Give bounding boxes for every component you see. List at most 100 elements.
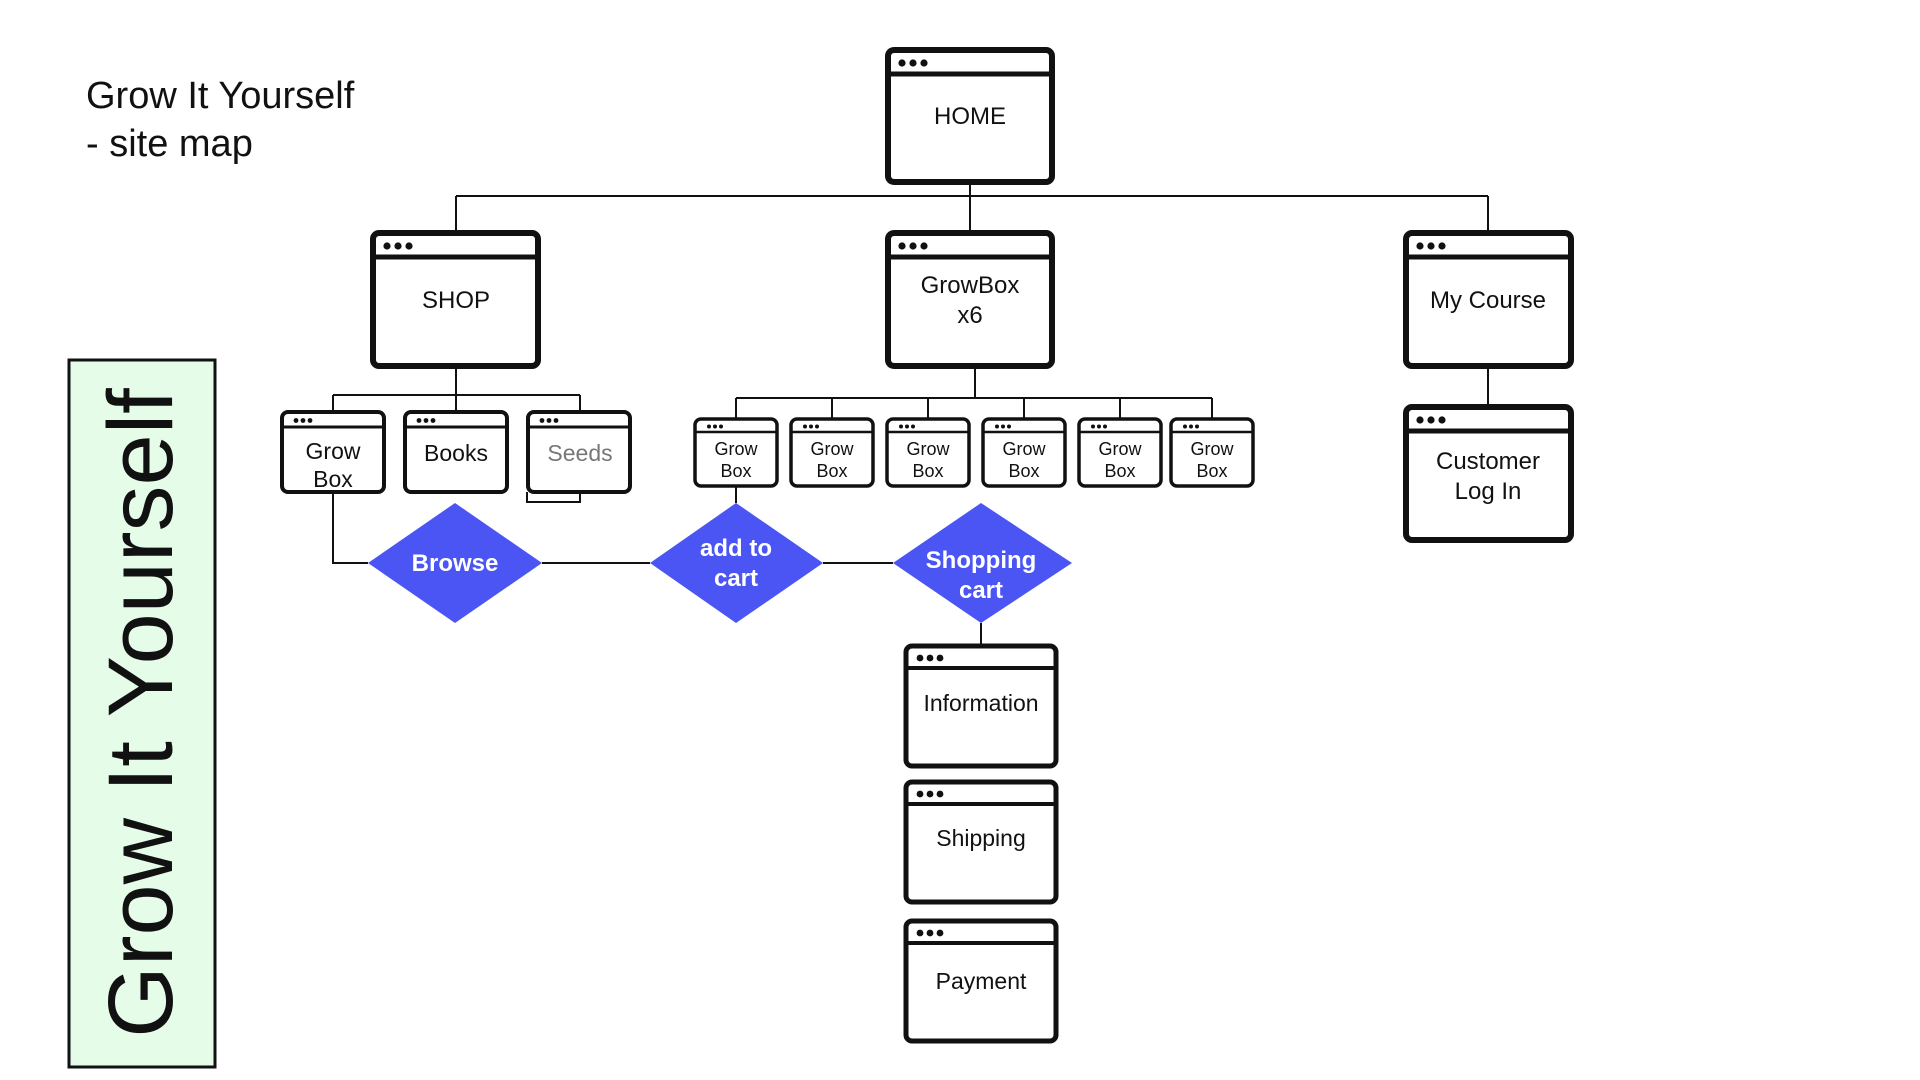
growbox-item-label-line1: Grow	[1098, 439, 1142, 459]
window-dot-icon	[719, 424, 723, 429]
window-frame	[1403, 404, 1574, 543]
window-dot-icon	[1103, 424, 1107, 429]
growbox-item[interactable]: GrowBox	[981, 417, 1067, 488]
growbox-item[interactable]: GrowBox	[1077, 417, 1163, 488]
window-dot-icon	[815, 424, 819, 429]
page-label-shop-grow-box-line2: Box	[313, 466, 353, 492]
growbox-item[interactable]: GrowBox	[1169, 417, 1255, 488]
page-shop-grow-box[interactable]: Grow Box	[280, 410, 386, 494]
window-frame	[370, 230, 541, 369]
window-frame	[903, 918, 1059, 1044]
page-title: Grow It Yourself	[86, 75, 355, 117]
window-dot-icon	[1427, 242, 1435, 250]
banner-text: Grow It Yourself	[90, 388, 192, 1038]
window-frame	[526, 410, 632, 494]
decision-add-to-cart[interactable]: add to cart	[650, 503, 823, 623]
window-dot-icon	[926, 790, 934, 798]
growbox-item[interactable]: GrowBox	[693, 417, 779, 488]
decision-label-add-to-cart-line1: add to	[700, 535, 772, 562]
page-label-books: Books	[424, 440, 488, 466]
window-dot-icon	[1007, 424, 1011, 429]
window-frame	[885, 47, 1055, 185]
decision-browse[interactable]: Browse	[368, 503, 542, 623]
window-dot-icon	[916, 654, 924, 662]
window-frame	[280, 410, 386, 494]
window-dot-icon	[1438, 242, 1446, 250]
decision-diamond	[893, 503, 1072, 623]
vertical-banner: Grow It Yourself	[67, 358, 217, 1069]
window-dot-icon	[916, 790, 924, 798]
growbox-item-label-line1: Grow	[1002, 439, 1046, 459]
page-customer-login[interactable]: Customer Log In	[1403, 404, 1574, 543]
decision-diamond	[368, 503, 542, 623]
window-dot-icon	[383, 242, 391, 250]
growbox-item-label-line1: Grow	[906, 439, 950, 459]
window-dot-icon	[809, 424, 813, 429]
window-dot-icon	[920, 242, 928, 250]
decision-label-shopping-cart-line2: cart	[959, 577, 1003, 604]
window-dot-icon	[423, 418, 429, 423]
page-label-shop-grow-box-line1: Grow	[306, 438, 361, 464]
page-seeds[interactable]: Seeds	[526, 410, 632, 494]
growbox-item-label-line2: Box	[1196, 461, 1227, 481]
growbox-item[interactable]: GrowBox	[885, 417, 971, 488]
window-dot-icon	[539, 418, 545, 423]
window-frame	[981, 417, 1067, 488]
window-frame	[403, 410, 509, 494]
page-shop[interactable]: SHOP	[370, 230, 541, 369]
decision-label-shopping-cart-line1: Shopping	[926, 547, 1037, 574]
growbox-item-label-line1: Grow	[1190, 439, 1234, 459]
page-growbox[interactable]: GrowBox x6	[885, 230, 1055, 369]
page-label-shipping: Shipping	[936, 825, 1026, 851]
window-dot-icon	[911, 424, 915, 429]
window-dot-icon	[1195, 424, 1199, 429]
page-subtitle: - site map	[86, 123, 253, 165]
window-dot-icon	[430, 418, 436, 423]
window-frame	[1169, 417, 1255, 488]
window-dot-icon	[905, 424, 909, 429]
window-dot-icon	[1183, 424, 1187, 429]
window-dot-icon	[926, 929, 934, 937]
window-frame	[1077, 417, 1163, 488]
window-dot-icon	[995, 424, 999, 429]
growbox-item-row: GrowBoxGrowBoxGrowBoxGrowBoxGrowBoxGrowB…	[693, 417, 1255, 488]
connectors	[332, 182, 1489, 646]
page-label-seeds: Seeds	[547, 440, 612, 466]
window-dot-icon	[899, 424, 903, 429]
window-frame	[693, 417, 779, 488]
page-books[interactable]: Books	[403, 410, 509, 494]
page-label-my-course: My Course	[1430, 287, 1546, 314]
window-dot-icon	[293, 418, 299, 423]
page-information[interactable]: Information	[903, 643, 1059, 769]
window-dot-icon	[1427, 416, 1435, 424]
window-dot-icon	[416, 418, 422, 423]
page-home[interactable]: HOME	[885, 47, 1055, 185]
window-dot-icon	[307, 418, 313, 423]
decision-diamond	[650, 503, 823, 623]
window-dot-icon	[553, 418, 559, 423]
page-label-customer-login-line2: Log In	[1455, 478, 1522, 505]
page-shipping[interactable]: Shipping	[903, 779, 1059, 905]
window-dot-icon	[1091, 424, 1095, 429]
window-frame	[789, 417, 875, 488]
window-dot-icon	[803, 424, 807, 429]
window-frame	[885, 230, 1055, 369]
page-label-growbox-line1: GrowBox	[921, 272, 1020, 299]
window-dot-icon	[405, 242, 413, 250]
page-payment[interactable]: Payment	[903, 918, 1059, 1044]
window-dot-icon	[1097, 424, 1101, 429]
page-label-customer-login-line1: Customer	[1436, 448, 1540, 475]
window-dot-icon	[926, 654, 934, 662]
window-dot-icon	[898, 59, 906, 67]
decision-shopping-cart[interactable]: Shopping cart	[893, 503, 1072, 623]
growbox-item[interactable]: GrowBox	[789, 417, 875, 488]
page-my-course[interactable]: My Course	[1403, 230, 1574, 369]
window-frame	[903, 643, 1059, 769]
page-label-shop: SHOP	[422, 287, 490, 314]
growbox-item-label-line1: Grow	[810, 439, 854, 459]
growbox-item-label-line2: Box	[912, 461, 943, 481]
window-dot-icon	[1001, 424, 1005, 429]
window-dot-icon	[936, 790, 944, 798]
decision-label-browse: Browse	[412, 550, 499, 577]
